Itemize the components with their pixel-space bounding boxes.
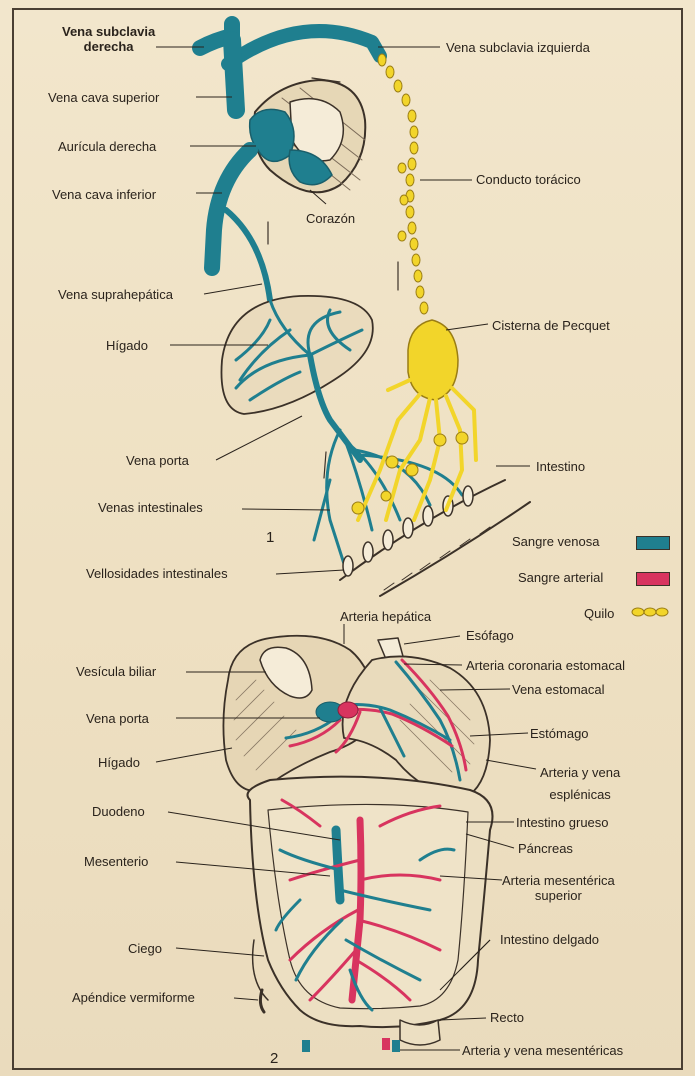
legend-swatch-venosa: [636, 536, 670, 550]
label-vesicula-biliar: Vesícula biliar: [76, 664, 156, 679]
superior-vena-cava: [232, 40, 236, 110]
label-vena-estomacal: Vena estomacal: [512, 682, 605, 697]
label-higado-2: Hígado: [98, 755, 140, 770]
label-vena-suprahepatica: Vena suprahepática: [58, 287, 173, 302]
label-intestino: Intestino: [536, 459, 585, 474]
label-arteria-hepatica: Arteria hepática: [340, 609, 431, 624]
mesenteric-stub-artery: [382, 1038, 390, 1050]
label-vena-subclavia-izquierda: Vena subclavia izquierda: [446, 40, 590, 55]
label-vena-porta: Vena porta: [126, 453, 189, 468]
label-arteria-vena-mesentericas: Arteria y vena mesentéricas: [462, 1043, 623, 1058]
mesenteric-stub-vein: [302, 1040, 310, 1052]
label-vellosidades-intestinales: Vellosidades intestinales: [86, 566, 228, 581]
label-cisterna-pecquet: Cisterna de Pecquet: [492, 318, 610, 333]
label-intestino-delgado: Intestino delgado: [500, 932, 599, 947]
label-vena-subclavia-derecha: Vena subclavia derecha: [62, 24, 155, 54]
label-auricula-derecha: Aurícula derecha: [58, 139, 156, 154]
label-recto: Recto: [490, 1010, 524, 1025]
label-ciego: Ciego: [128, 941, 162, 956]
legend-label-venosa: Sangre venosa: [512, 534, 599, 549]
label-estomago: Estómago: [530, 726, 589, 741]
label-venas-intestinales: Venas intestinales: [98, 500, 203, 515]
figure1-number: 1: [266, 529, 274, 546]
inferior-vena-cava: [212, 150, 250, 268]
figure1-drawing: [200, 24, 530, 596]
label-intestino-grueso: Intestino grueso: [516, 815, 609, 830]
label-arteria-coronaria: Arteria coronaria estomacal: [466, 658, 625, 673]
legend-label-quilo: Quilo: [584, 606, 614, 621]
label-higado: Hígado: [106, 338, 148, 353]
flow-arrow: [324, 452, 326, 478]
label-pancreas: Páncreas: [518, 841, 573, 856]
legend-swatch-arterial: [636, 572, 670, 586]
thoracic-duct: [378, 54, 428, 314]
label-vena-porta-2: Vena porta: [86, 711, 149, 726]
legend-label-arterial: Sangre arterial: [518, 570, 603, 585]
intestine-wall-lower: [380, 502, 530, 596]
label-vena-cava-inferior: Vena cava inferior: [52, 187, 156, 202]
label-conducto-toracico: Conducto torácico: [476, 172, 581, 187]
figure2-number: 2: [270, 1050, 278, 1067]
label-duodeno: Duodeno: [92, 804, 145, 819]
legend-chain-quilo: [630, 604, 672, 620]
appendix: [260, 990, 264, 1012]
hepatic-artery-knot: [338, 702, 358, 718]
mesenteric-stub-vein-2: [392, 1040, 400, 1052]
figure2-drawing: [223, 636, 492, 1052]
label-arteria-mesenterica-superior: Arteria mesentérica superior: [502, 873, 615, 903]
label-mesenterio: Mesenterio: [84, 854, 148, 869]
label-esofago: Esófago: [466, 628, 514, 643]
label-arteria-vena-esplenicas: Arteria y vena esplénicas: [540, 762, 620, 806]
left-subclavian-vein: [228, 31, 380, 64]
label-corazon: Corazón: [306, 211, 355, 226]
label-apendice: Apéndice vermiforme: [72, 990, 195, 1005]
lacteals: [358, 380, 476, 520]
label-vena-cava-superior: Vena cava superior: [48, 90, 159, 105]
